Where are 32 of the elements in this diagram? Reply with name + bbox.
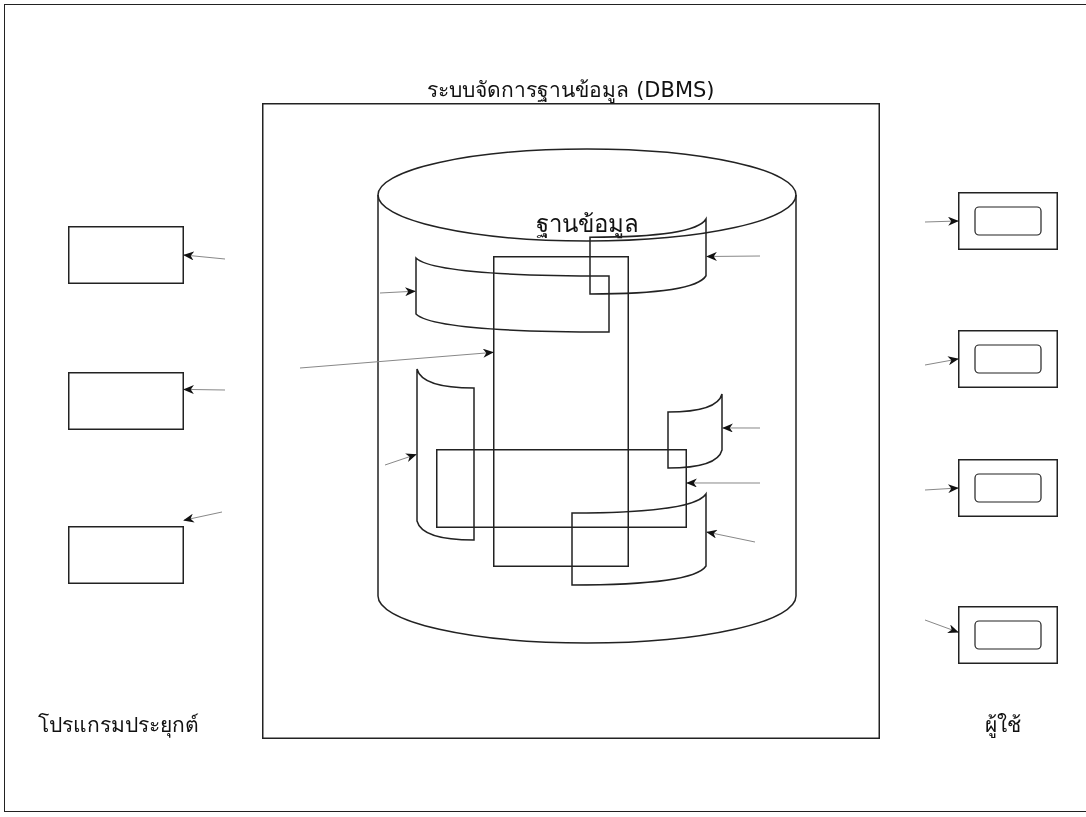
arrow: [183, 511, 223, 523]
arrow: [924, 619, 959, 633]
arrow: [299, 348, 494, 369]
arrow: [183, 251, 226, 261]
arrow: [722, 423, 761, 433]
file-sheet: [667, 393, 723, 469]
arrow: [384, 453, 417, 466]
node-label: ฐานข้อมูล: [535, 209, 639, 241]
record-box: [436, 449, 687, 528]
arrow: [183, 385, 226, 395]
arrow: [686, 478, 761, 488]
record-box: [493, 256, 629, 567]
file-sheet: [415, 257, 610, 333]
file-sheet: [571, 493, 707, 586]
arrow: [706, 529, 756, 543]
arrow: [379, 287, 416, 297]
database-cylinder: [377, 148, 797, 643]
arrow: [706, 251, 761, 261]
arrow: [924, 356, 959, 366]
arrow: [924, 484, 959, 494]
terminal-box: [958, 606, 1058, 664]
terminal-box: [958, 459, 1058, 517]
program-box: [68, 372, 184, 430]
program-box: [68, 526, 184, 584]
program-box: [68, 226, 184, 284]
file-sheet: [416, 368, 475, 541]
group-title: ระบบจัดการฐานข้อมูล (DBMS): [427, 77, 715, 105]
group-label: ผู้ใช้: [985, 712, 1021, 740]
group-label: โปรแกรมประยุกต์: [38, 712, 199, 740]
arrow: [924, 216, 959, 226]
terminal-box: [958, 330, 1058, 388]
terminal-box: [958, 192, 1058, 250]
